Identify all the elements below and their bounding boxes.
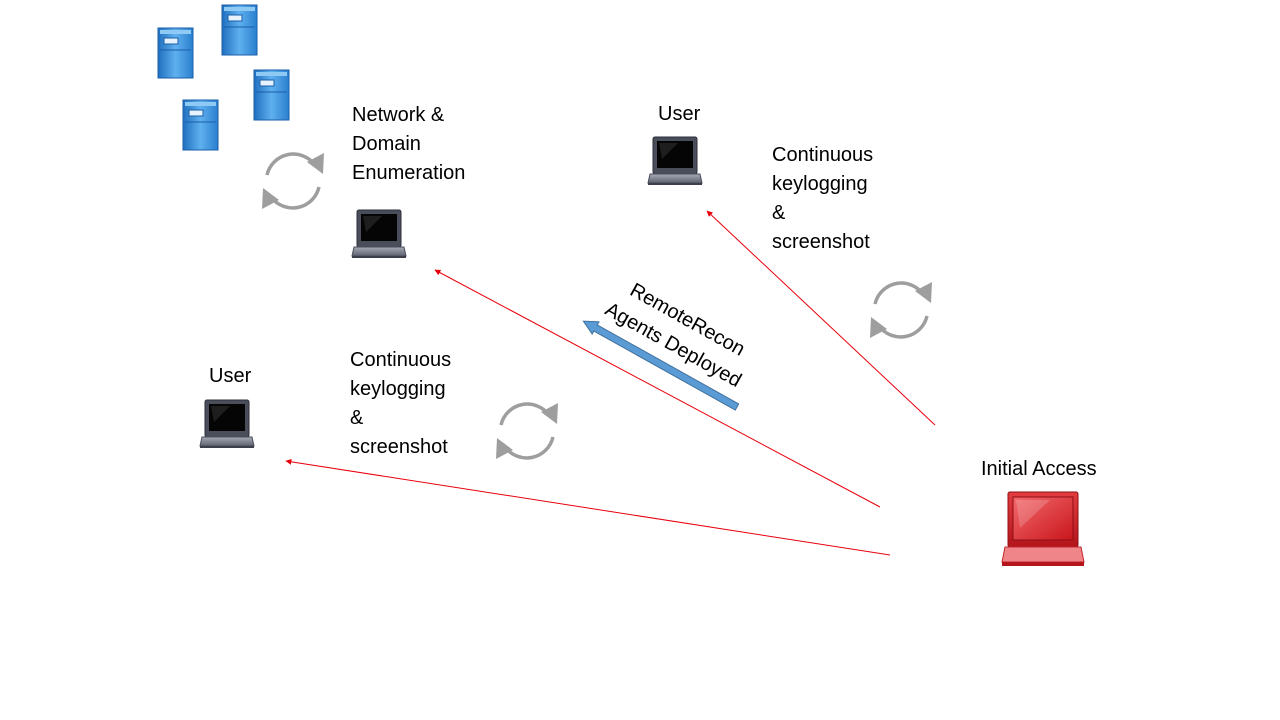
server-icon — [182, 99, 219, 151]
keylog-left-annotation: Continuous keylogging & screenshot — [350, 346, 451, 462]
keylog-left-line-4: screenshot — [350, 436, 448, 458]
keylog-top-line-3: & — [772, 202, 786, 224]
laptop-icon — [647, 136, 703, 185]
attack-line-network — [434, 269, 881, 508]
network-label-line-2: Domain — [352, 133, 421, 155]
initial-access-label: Initial Access — [981, 458, 1097, 480]
keylog-top-line-1: Continuous — [772, 144, 874, 166]
network-enumeration-label: Network & Domain Enumeration — [352, 101, 465, 188]
keylog-left-line-2: keylogging — [350, 378, 446, 400]
user-top-label: User — [658, 103, 701, 125]
keylog-top-line-4: screenshot — [772, 231, 870, 253]
keylog-left-line-1: Continuous — [350, 349, 452, 371]
server-icon — [253, 69, 290, 121]
refresh-cycle-icon — [870, 281, 932, 339]
attack-line-left-user — [285, 458, 891, 556]
laptop-icon — [351, 209, 407, 258]
attack-line-top-user — [706, 210, 936, 426]
deploy-arrow-icon — [582, 320, 740, 411]
network-label-line-1: Network & — [352, 104, 445, 126]
server-icon — [157, 27, 194, 79]
keylog-top-line-2: keylogging — [772, 173, 868, 195]
refresh-cycle-icon — [262, 152, 324, 210]
server-icon — [221, 4, 258, 56]
network-label-line-3: Enumeration — [352, 162, 466, 184]
laptop-icon — [199, 399, 255, 448]
keylog-top-annotation: Continuous keylogging & screenshot — [772, 141, 873, 257]
initial-access-laptop-icon — [1001, 491, 1085, 566]
keylog-left-line-3: & — [350, 407, 364, 429]
user-left-label: User — [209, 365, 252, 387]
refresh-cycle-icon — [496, 402, 558, 460]
